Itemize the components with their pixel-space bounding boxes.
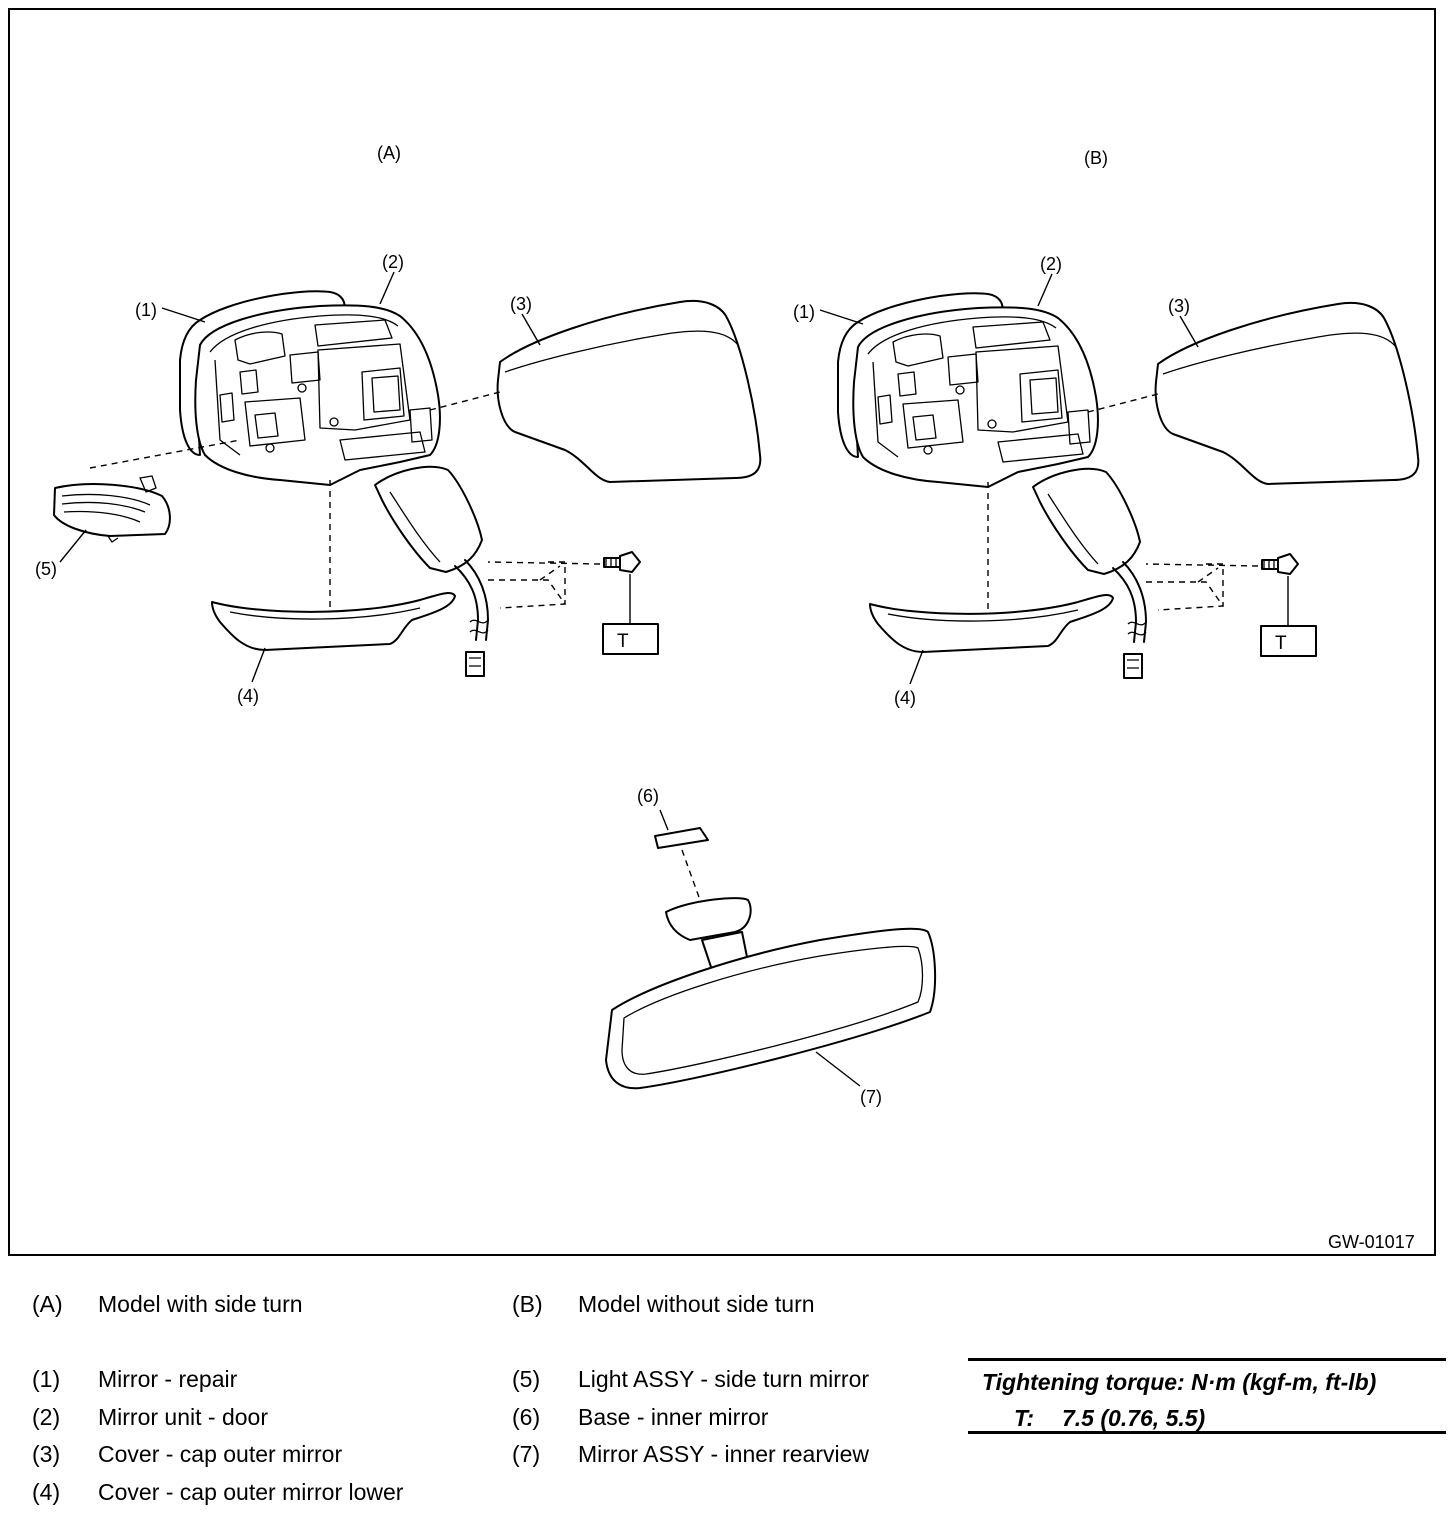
callout-7: (7) [860, 1087, 882, 1107]
torque-value: 7.5 (0.76, 5.5) [1062, 1405, 1206, 1431]
legend-key: (1) [32, 1366, 61, 1392]
callout-6: (6) [637, 786, 659, 806]
callout-3-a: (3) [510, 294, 532, 314]
legend-label: Mirror - repair [98, 1366, 238, 1392]
callout-1-b: (1) [793, 302, 815, 322]
callout-4-b: (4) [894, 688, 916, 708]
callout-4-a: (4) [237, 686, 259, 706]
legend-key: (7) [512, 1441, 541, 1467]
legend-label: Cover - cap outer mirror lower [98, 1479, 404, 1505]
callout-2-a: (2) [382, 252, 404, 272]
legend-key: (B) [512, 1291, 543, 1317]
outer-mirror-assembly-a [161, 271, 762, 683]
callout-2-b: (2) [1040, 254, 1062, 274]
legend-label: Mirror unit - door [98, 1404, 268, 1430]
side-turn-light-assy [53, 439, 241, 563]
legend-label: Base - inner mirror [578, 1404, 769, 1430]
legend-label: Model without side turn [578, 1291, 815, 1317]
legend-key: (A) [32, 1291, 63, 1317]
legend-label: Light ASSY - side turn mirror [578, 1366, 870, 1392]
outer-mirror-assembly-b [819, 273, 1420, 685]
torque-tag-b: T [1275, 633, 1287, 654]
legend-label: Mirror ASSY - inner rearview [578, 1441, 869, 1467]
legend-label: Model with side turn [98, 1291, 303, 1317]
torque-spec-box: Tightening torque: N·m (kgf-m, ft-lb) T:… [968, 1358, 1446, 1434]
legend-key: (2) [32, 1404, 61, 1430]
callout-1-a: (1) [135, 300, 157, 320]
legend-key: (5) [512, 1366, 541, 1392]
callout-5: (5) [35, 559, 57, 579]
legend-key: (4) [32, 1479, 61, 1505]
inner-rearview-mirror [605, 809, 937, 1090]
torque-key: T: [1014, 1405, 1035, 1431]
variant-label-a: (A) [377, 143, 401, 163]
figure-frame [8, 8, 1436, 1256]
torque-tag-a: T [617, 631, 629, 652]
variant-label-b: (B) [1084, 148, 1108, 168]
torque-title: Tightening torque: N·m (kgf-m, ft-lb) [982, 1369, 1377, 1395]
legend-label: Cover - cap outer mirror [98, 1441, 343, 1467]
callout-3-b: (3) [1168, 296, 1190, 316]
figure-code: GW-01017 [1328, 1232, 1415, 1252]
exploded-diagram: (A) (B) (1) (2) (3) (4) (5) T (1) (2) (3… [35, 143, 1420, 1252]
legend-key: (6) [512, 1404, 541, 1430]
torque-spec-line: T: 7.5 (0.76, 5.5) [1014, 1405, 1205, 1432]
legend-key: (3) [32, 1441, 61, 1467]
